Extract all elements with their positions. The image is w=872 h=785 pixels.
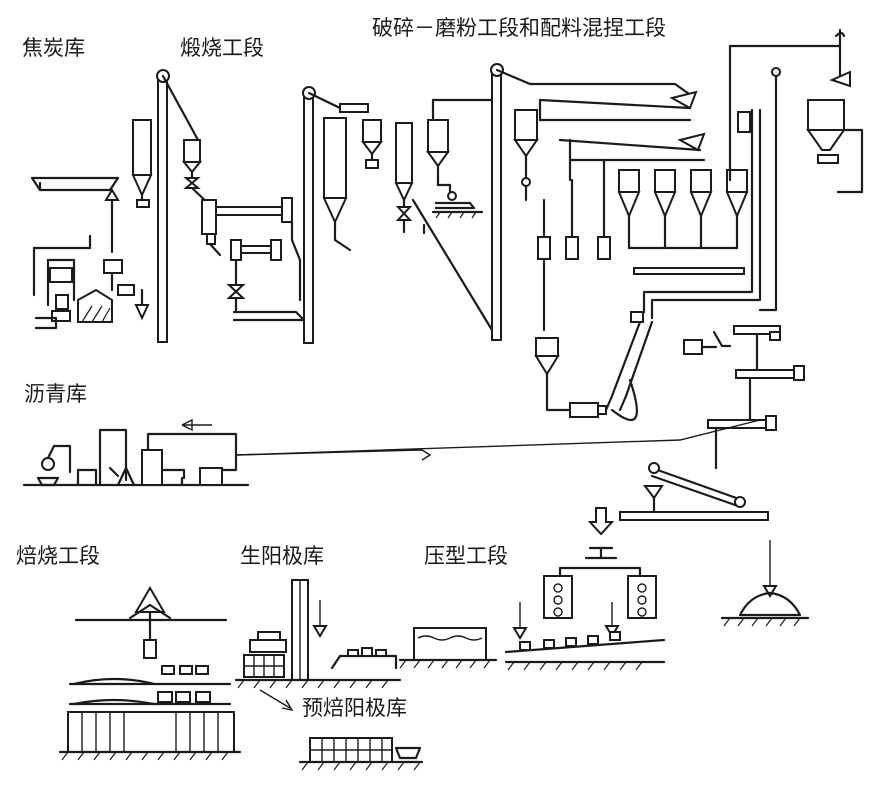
intermediate-silos (394, 119, 484, 235)
calcining-equipment (181, 139, 306, 322)
label-pitch-storage: 沥青库 (24, 382, 87, 406)
cooling-tank (398, 627, 498, 669)
label-calcining: 煅烧工段 (180, 36, 264, 60)
bucket-elevator-1 (156, 69, 200, 343)
coke-storage-equipment (30, 119, 153, 330)
forming-feed-conveyor (619, 462, 810, 627)
batching-bins (617, 169, 749, 250)
label-forming: 压型工段 (424, 544, 508, 568)
pitch-storage-equipment (22, 418, 761, 487)
label-coke-storage: 焦炭库 (22, 36, 85, 60)
label-green-anode-storage: 生阳极库 (240, 544, 324, 568)
green-anode-storage-equipment (234, 579, 402, 711)
label-crushing-mixing: 破碎－磨粉工段和配料混捏工段 (372, 16, 666, 40)
prebaked-anode-storage-equipment (298, 737, 424, 771)
label-baking: 焙烧工段 (16, 544, 100, 568)
forming-equipment (504, 507, 666, 671)
crushing-mixing-equipment (411, 28, 864, 470)
label-prebaked-anode-storage: 预焙阳极库 (302, 696, 407, 720)
bucket-elevator-2 (302, 86, 383, 344)
baking-equipment (58, 586, 242, 761)
